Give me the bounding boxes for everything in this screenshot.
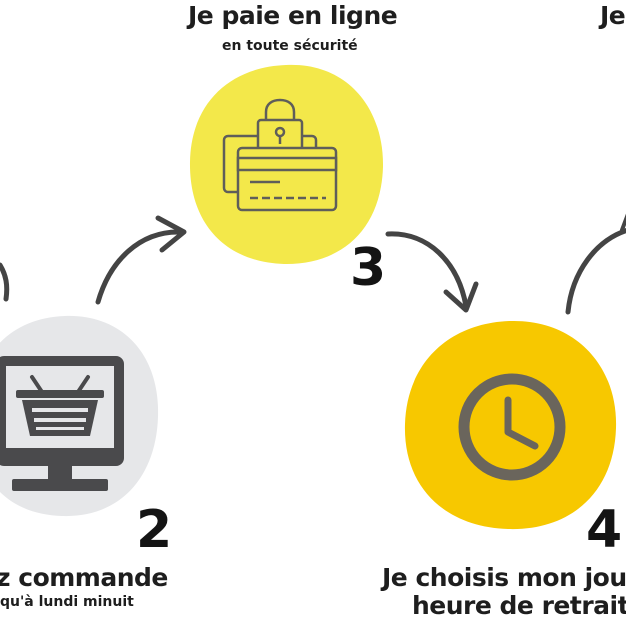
clock-icon [458, 373, 566, 481]
arrow-step-4-to-5 [565, 228, 626, 315]
arrow-step-3-to-4 [385, 231, 479, 313]
credit-card-lock-icon [222, 98, 338, 212]
step-5-title-partial: Je [600, 1, 626, 30]
step-4-title-line-1: Je choisis mon jour e [382, 563, 626, 592]
step-4-number: 4 [586, 500, 623, 560]
step-3-number: 3 [350, 238, 387, 298]
step-5-partial-mark [620, 213, 626, 232]
computer-basket-icon [0, 356, 124, 491]
step-3-title: Je paie en ligne [188, 1, 398, 30]
step-2-number: 2 [136, 500, 173, 560]
arrow-step-2-to-3 [95, 215, 187, 305]
step-4-title-line-2: heure de retrait [412, 591, 626, 620]
step-2-subtitle: qu'à lundi minuit [0, 594, 134, 610]
step-3-subtitle: en toute sécurité [222, 38, 358, 54]
step-2-title: z commande [0, 563, 168, 592]
arrow-from-step-1 [0, 262, 10, 302]
